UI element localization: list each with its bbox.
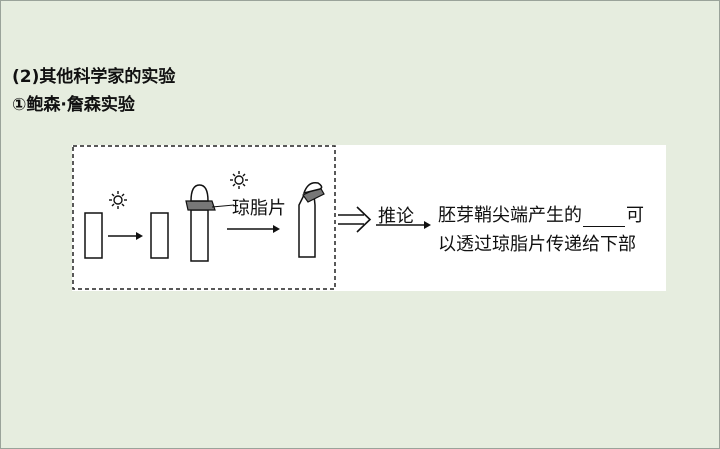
agar-label: 琼脂片 — [232, 198, 286, 219]
section-title: (2)其他科学家的实验 — [12, 67, 176, 87]
coleoptile-stump — [150, 212, 169, 259]
implies-arrow-icon — [338, 206, 372, 233]
arrow-icon — [108, 232, 143, 240]
inference-label: 推论 — [378, 206, 414, 227]
light-source-icon-2 — [230, 171, 248, 189]
agar-block — [185, 200, 216, 211]
conclusion-line-1: 胚芽鞘尖端产生的 可 — [438, 201, 644, 227]
coleoptile-tip — [190, 184, 209, 202]
conclusion-text-after: 可 — [626, 205, 644, 226]
experiment-title: ①鲍森·詹森实验 — [12, 95, 135, 115]
dashed-boundary — [72, 145, 336, 290]
light-source-icon — [109, 191, 127, 209]
experiment-figure: 琼脂片 推论 胚芽鞘尖端产生的 可 以透过琼脂片传递给下部 — [72, 145, 666, 291]
coleoptile-with-agar — [190, 209, 209, 262]
experiment-diagram — [72, 145, 431, 290]
conclusion-text-before: 胚芽鞘尖端产生的 — [438, 205, 582, 226]
coleoptile-decapitated — [84, 212, 103, 259]
coleoptile-bent — [298, 194, 316, 258]
agar-pointer-line — [211, 204, 235, 208]
inference-arrow-icon — [376, 221, 431, 229]
coleoptile-tip-bent — [302, 181, 323, 195]
fill-in-blank[interactable] — [583, 208, 625, 227]
conclusion-line-2: 以透过琼脂片传递给下部 — [438, 234, 636, 255]
arrow-icon-2 — [227, 225, 280, 233]
